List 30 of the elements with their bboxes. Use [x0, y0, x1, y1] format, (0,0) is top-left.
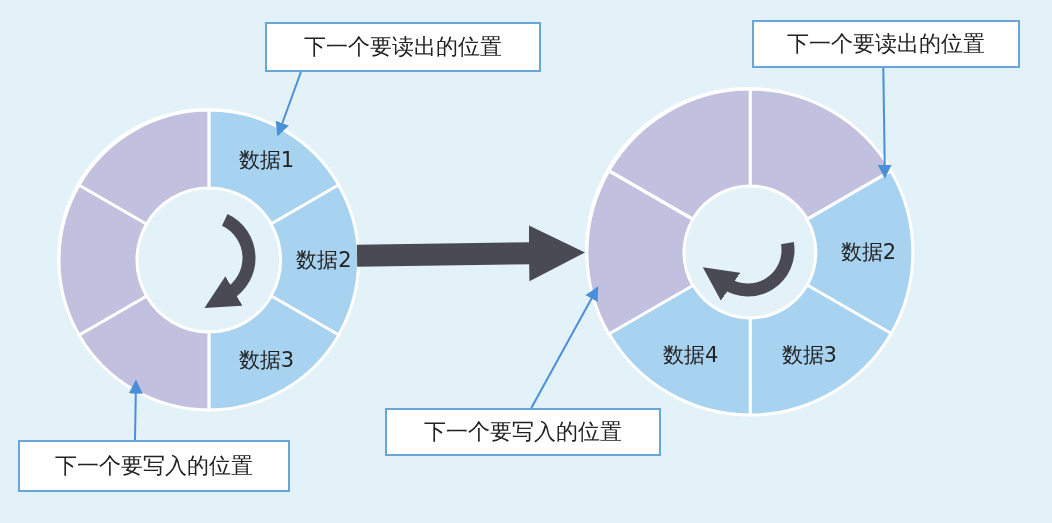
leader-line — [877, 67, 892, 179]
callout-box — [385, 408, 661, 456]
ring-segment — [807, 170, 913, 334]
ring-segment — [587, 170, 693, 334]
callout-box — [265, 22, 541, 72]
leader-line — [275, 71, 302, 137]
ring-segment — [271, 185, 359, 335]
ring-segment — [59, 185, 147, 335]
leader-line — [128, 379, 143, 441]
segment-label: 数据4 — [663, 341, 719, 369]
callout-text: 下一个要写入的位置 — [424, 418, 622, 446]
callout-text: 下一个要读出的位置 — [304, 33, 502, 61]
callout-text: 下一个要写入的位置 — [55, 452, 253, 480]
ring-segment — [209, 296, 339, 410]
ring-segment — [750, 285, 892, 415]
segment-label: 数据2 — [840, 239, 897, 266]
ring-segment — [79, 296, 209, 410]
segment-label: 数据3 — [238, 346, 295, 374]
leader-line — [530, 286, 599, 409]
callout-text: 下一个要读出的位置 — [787, 30, 985, 58]
ring-segment — [79, 110, 209, 224]
callout-box — [18, 440, 290, 492]
callout-box — [752, 20, 1020, 68]
ring-segment — [608, 89, 750, 219]
segment-label: 数据2 — [296, 247, 352, 274]
ring-segment — [750, 89, 892, 219]
segment-label: 数据3 — [781, 341, 837, 369]
segment-label: 数据1 — [238, 147, 295, 175]
arrow — [356, 225, 585, 282]
ring-segment — [608, 285, 750, 415]
